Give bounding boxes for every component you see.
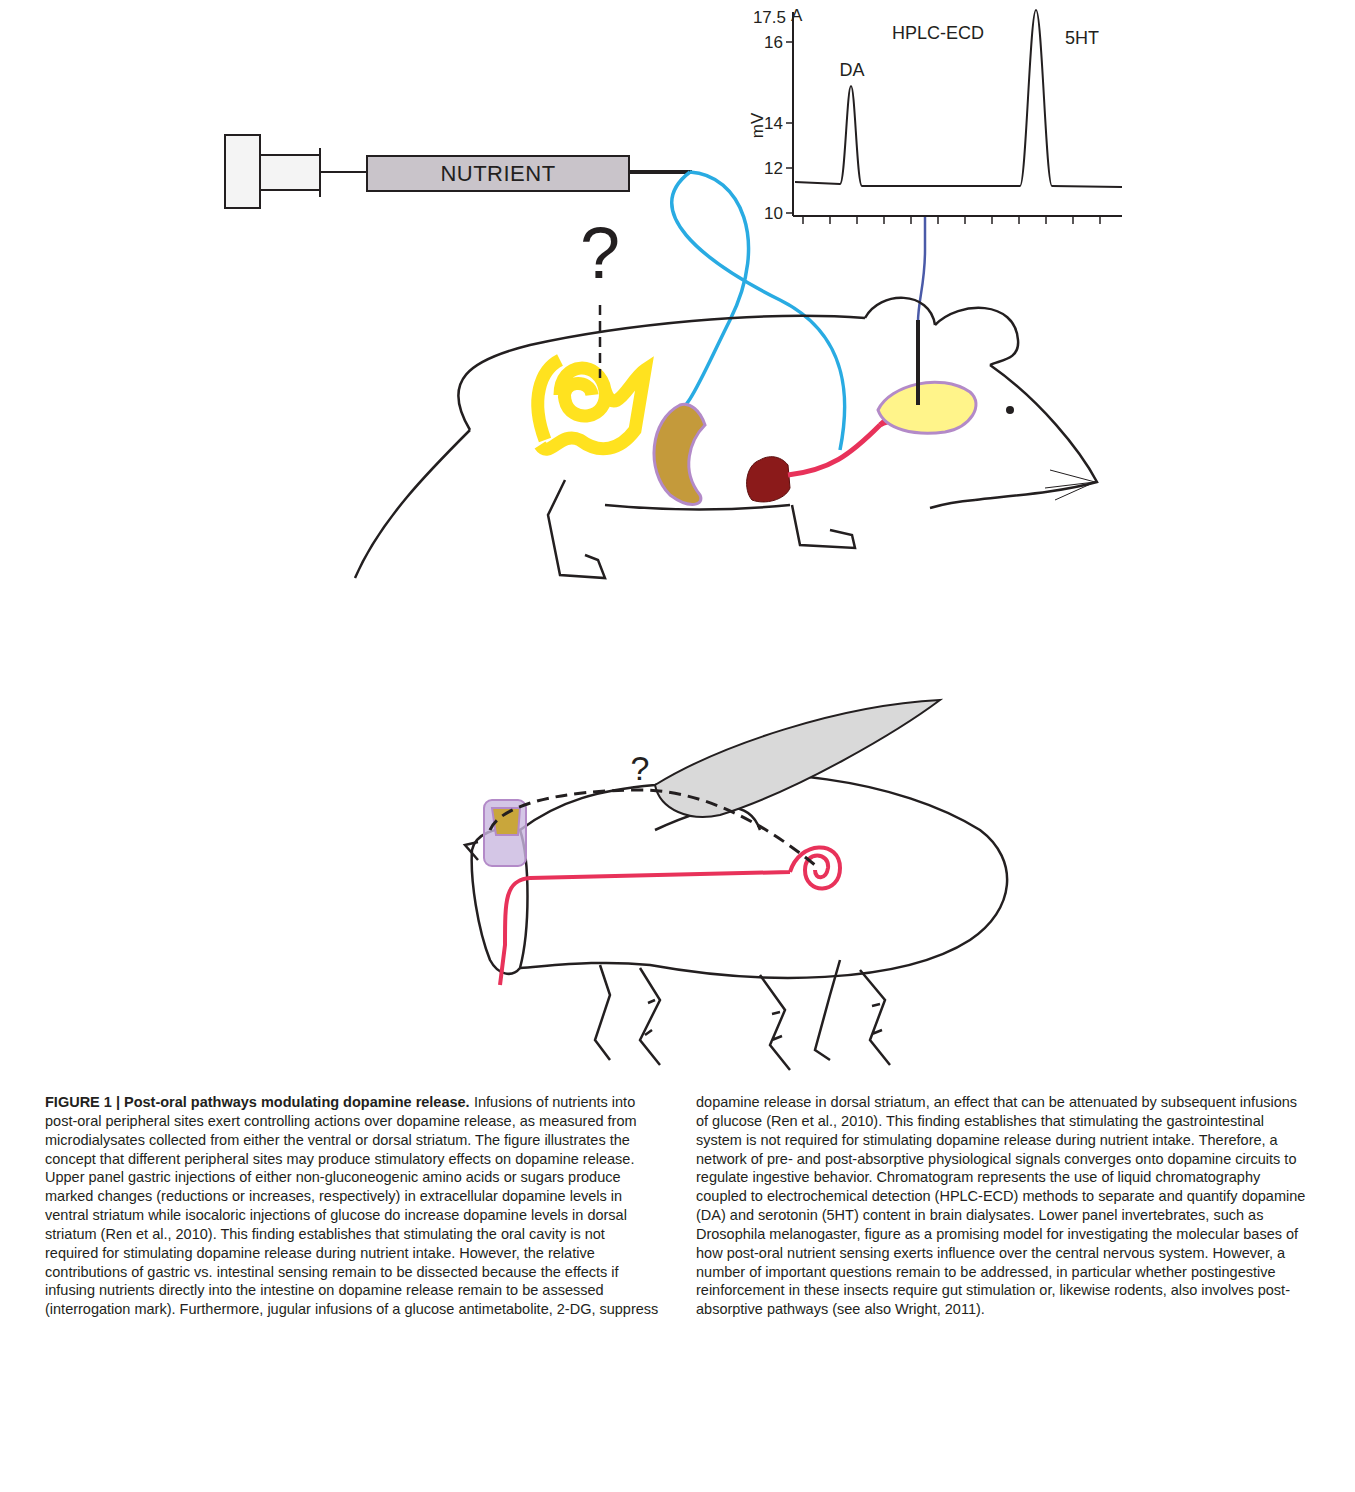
dashed-line: [490, 790, 815, 865]
fly-brain: [484, 800, 526, 866]
axis-tick: [1099, 216, 1101, 224]
axis-tick-label: 17.5: [753, 9, 786, 26]
brain: [878, 382, 976, 433]
axis-tick-label: 10: [764, 205, 783, 222]
chart-title: HPLC-ECD: [892, 24, 984, 42]
fly-gut: [500, 847, 840, 985]
axis-tick: [910, 216, 912, 224]
question-mark: ?: [580, 217, 620, 289]
axis-tick: [856, 216, 858, 224]
caption-title: FIGURE 1 | Post-oral pathways modulating…: [45, 1094, 470, 1110]
axis-tick: [1045, 216, 1047, 224]
axis-tick: [937, 216, 939, 224]
fly-outline: [465, 774, 1007, 1070]
syringe: [225, 135, 692, 208]
mouse-outline: [355, 298, 1097, 578]
peak-label: 5HT: [1065, 29, 1099, 47]
chromatogram: [786, 10, 1122, 224]
caption-text: Infusions of nutrients into post-oral pe…: [45, 1094, 1305, 1317]
stomach: [654, 404, 705, 504]
syringe-barrel: NUTRIENT: [366, 155, 630, 192]
axis-tick: [883, 216, 885, 224]
intestine: [538, 360, 645, 449]
heart: [747, 457, 790, 502]
axis-title: mV: [750, 112, 767, 138]
question-mark: ?: [631, 751, 650, 785]
axis-tick: [991, 216, 993, 224]
axis-tick-label: 12: [764, 160, 783, 177]
axis-tick: [964, 216, 966, 224]
peak-label: DA: [839, 61, 864, 79]
figure-caption: FIGURE 1 | Post-oral pathways modulating…: [45, 1093, 1313, 1319]
probe-line: [918, 250, 925, 322]
axis-tick: [1018, 216, 1020, 224]
axis-tick-label: 14: [764, 115, 783, 132]
axis-tick-label: 16: [764, 34, 783, 51]
axis-tick: [829, 216, 831, 224]
probe-line: [924, 217, 927, 250]
node-label: NUTRIENT: [440, 161, 555, 187]
electrode: [916, 320, 920, 405]
eye: [1006, 406, 1014, 414]
axis-tick: [1072, 216, 1074, 224]
axis-tick: [802, 216, 804, 224]
axis-unit: A: [791, 7, 802, 24]
dashed-line: [599, 305, 602, 378]
